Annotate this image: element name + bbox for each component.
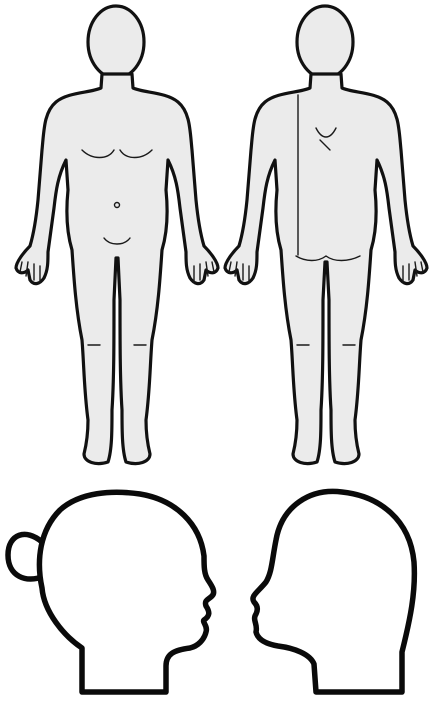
head-right-profile-figure — [253, 491, 414, 692]
head-left-profile-figure — [8, 492, 214, 692]
head-right-silhouette — [253, 491, 414, 692]
front-body-silhouette — [16, 74, 218, 464]
back-body-silhouette — [225, 74, 427, 464]
front-head — [88, 6, 144, 78]
body-back-figure — [225, 6, 427, 464]
body-front-figure — [16, 6, 218, 464]
back-head — [297, 6, 353, 78]
head-left-silhouette — [39, 492, 213, 692]
